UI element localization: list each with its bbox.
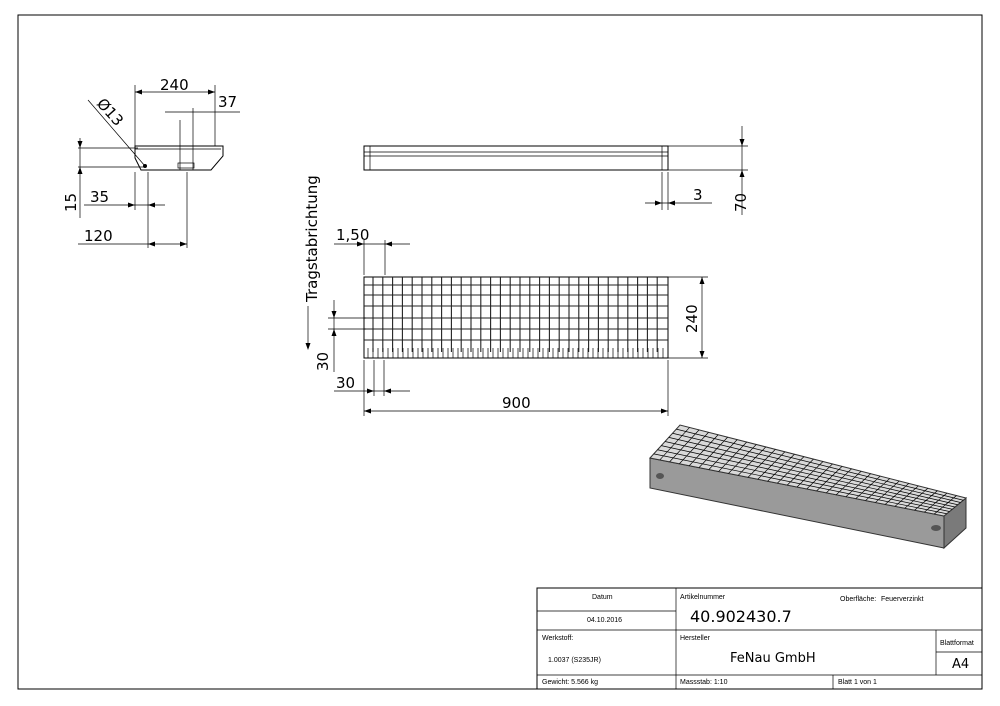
format-value: A4 bbox=[952, 657, 969, 672]
title-block: Datum 04.10.2016 Artikelnummer 40.902430… bbox=[536, 587, 983, 690]
material-label: Werkstoff: bbox=[542, 635, 573, 642]
grating-mesh bbox=[364, 277, 668, 358]
surface-label: Oberfläche: bbox=[840, 596, 876, 603]
dim-3: 3 bbox=[693, 186, 703, 204]
slot-icon bbox=[177, 162, 195, 169]
dim-30-horizontal: 30 bbox=[336, 374, 355, 392]
dim-37: 37 bbox=[218, 93, 237, 111]
front-view: 70 3 bbox=[363, 126, 750, 215]
dim-35: 35 bbox=[90, 188, 109, 206]
iso-bar bbox=[672, 432, 961, 503]
dim-diameter-13: Ø13 bbox=[93, 95, 127, 130]
iso-mesh bbox=[653, 427, 964, 515]
dim-70: 70 bbox=[732, 193, 750, 212]
iso-bar bbox=[661, 445, 953, 510]
scale-text: Massstab: 1:10 bbox=[680, 679, 728, 686]
material-value: 1.0037 (S235JR) bbox=[548, 657, 601, 664]
format-label: Blattformat bbox=[940, 640, 974, 647]
dim-30-vertical: 30 bbox=[314, 352, 332, 371]
isometric-view bbox=[649, 424, 968, 550]
maker-value: FeNau GmbH bbox=[730, 651, 816, 666]
maker-label: Hersteller bbox=[680, 635, 711, 642]
dim-15: 15 bbox=[62, 193, 80, 212]
iso-bar bbox=[668, 437, 958, 506]
iso-bar bbox=[657, 449, 950, 512]
weight-text: Gewicht: 5.566 kg bbox=[542, 679, 598, 686]
sheet-text: Blatt 1 von 1 bbox=[838, 679, 877, 686]
date-value: 04.10.2016 bbox=[587, 617, 622, 624]
iso-bar bbox=[664, 441, 956, 508]
iso-bar bbox=[676, 428, 964, 501]
top-view: Tragstabrichtung 1,50 240 30 30 bbox=[303, 175, 708, 416]
surface-value: Feuerverzinkt bbox=[881, 596, 923, 603]
dim-1-50: 1,50 bbox=[336, 226, 369, 244]
side-profile bbox=[134, 145, 224, 171]
sheet-border bbox=[17, 14, 983, 690]
iso-bar bbox=[653, 453, 947, 515]
dim-240-top: 240 bbox=[683, 304, 701, 333]
dim-240-side: 240 bbox=[160, 76, 189, 94]
dim-120: 120 bbox=[84, 227, 113, 245]
direction-label: Tragstabrichtung bbox=[303, 175, 321, 303]
article-number: 40.902430.7 bbox=[690, 607, 792, 626]
article-label: Artikelnummer bbox=[680, 594, 726, 601]
dim-900: 900 bbox=[502, 394, 531, 412]
side-view: 240 37 Ø13 15 35 120 bbox=[62, 76, 240, 248]
front-profile bbox=[363, 145, 669, 171]
date-label: Datum bbox=[592, 594, 613, 601]
